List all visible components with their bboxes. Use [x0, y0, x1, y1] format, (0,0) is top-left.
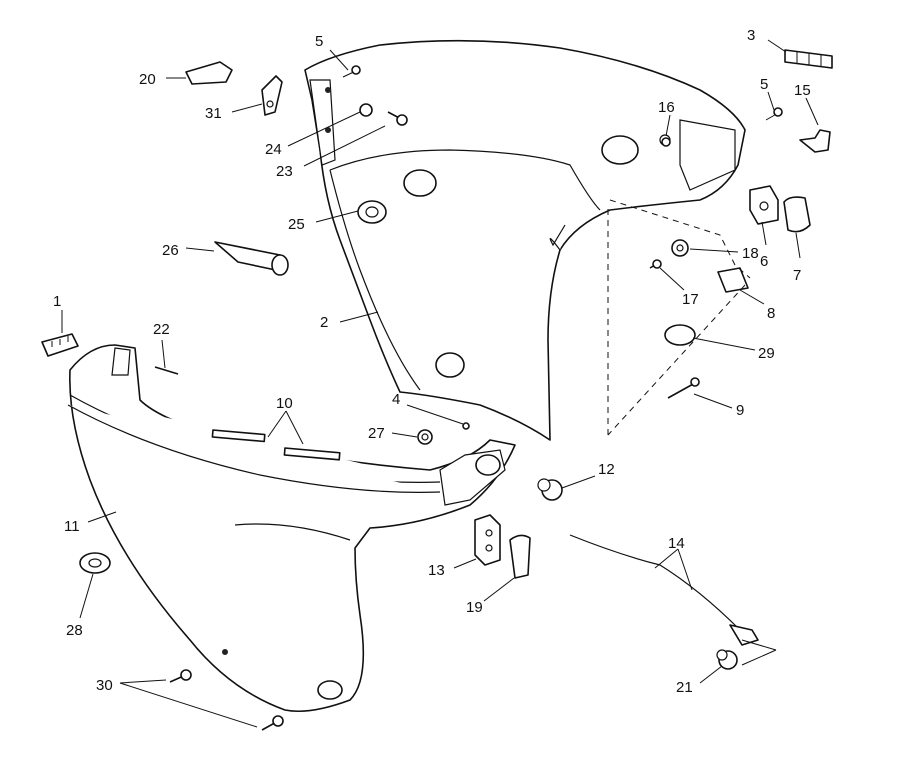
- callout-5-left: 5: [315, 33, 323, 50]
- callout-17: 17: [682, 291, 699, 308]
- callout-5-right: 5: [760, 76, 768, 93]
- callout-6: 6: [760, 253, 768, 270]
- part-18-washer: [671, 239, 689, 257]
- part-1-latch-block: [41, 333, 79, 357]
- part-29-grommet: [664, 324, 696, 346]
- part-26-tube: [214, 241, 289, 276]
- callout-13: 13: [428, 562, 445, 579]
- callout-26: 26: [162, 242, 179, 259]
- part-13-bracket: [474, 514, 501, 566]
- callout-19: 19: [466, 599, 483, 616]
- part-6-catch: [749, 185, 779, 225]
- part-23-bolt: [387, 111, 408, 126]
- callout-2: 2: [320, 314, 328, 331]
- part-8-clip: [717, 267, 749, 293]
- part-22-pin: [154, 366, 179, 375]
- part-4-pin: [462, 422, 470, 430]
- assembly-guide-lines: [607, 199, 751, 436]
- callout-9: 9: [736, 402, 744, 419]
- callout-22: 22: [153, 321, 170, 338]
- part-25-grommet: [357, 200, 387, 224]
- callout-labels: 1 2 3 4 5 5 6 7 8 9 10 11 12 13 14 15 16…: [53, 27, 811, 696]
- part-21-nut: [716, 649, 738, 670]
- callout-29: 29: [758, 345, 775, 362]
- part-9-bolt: [667, 377, 700, 399]
- callout-30: 30: [96, 677, 113, 694]
- part-15-fitting: [799, 129, 831, 153]
- upper-motor-cover: [304, 39, 746, 441]
- callout-3: 3: [747, 27, 755, 44]
- part-7-catch-cap: [783, 196, 811, 233]
- callout-11: 11: [64, 518, 80, 535]
- part-12-fastener: [537, 478, 563, 501]
- part-3-grommet-sleeve: [784, 49, 833, 69]
- callout-10: 10: [276, 395, 293, 412]
- callout-16: 16: [658, 99, 675, 116]
- callout-12: 12: [598, 461, 615, 478]
- part-16-nut: [661, 137, 671, 147]
- callout-25: 25: [288, 216, 305, 233]
- callout-7: 7: [793, 267, 801, 284]
- callout-15: 15: [794, 82, 811, 99]
- part-20-handle: [185, 61, 233, 85]
- callout-31: 31: [205, 105, 222, 122]
- callout-28: 28: [66, 622, 83, 639]
- callout-8: 8: [767, 305, 775, 322]
- part-30-screw-lower: [261, 715, 284, 731]
- part-5-screw-right: [765, 107, 783, 121]
- part-5-screw-left: [342, 65, 361, 78]
- part-24-washer: [359, 103, 373, 117]
- callout-20: 20: [139, 71, 156, 88]
- callout-14: 14: [668, 535, 685, 552]
- part-30-screw-upper: [169, 669, 192, 683]
- callout-23: 23: [276, 163, 293, 180]
- part-17-screw: [649, 259, 662, 269]
- callout-24: 24: [265, 141, 282, 158]
- part-10-rods: [211, 429, 341, 461]
- callout-4: 4: [392, 391, 400, 408]
- callout-1: 1: [53, 293, 61, 310]
- callout-21: 21: [676, 679, 693, 696]
- part-27-nut: [417, 429, 433, 445]
- part-31-link: [261, 75, 283, 116]
- part-28-grommet: [79, 552, 111, 574]
- part-19-cap: [509, 534, 531, 579]
- leader-lines: [61, 39, 819, 728]
- part-14-cable: [569, 534, 759, 646]
- callout-27: 27: [368, 425, 385, 442]
- callout-18: 18: [742, 245, 759, 262]
